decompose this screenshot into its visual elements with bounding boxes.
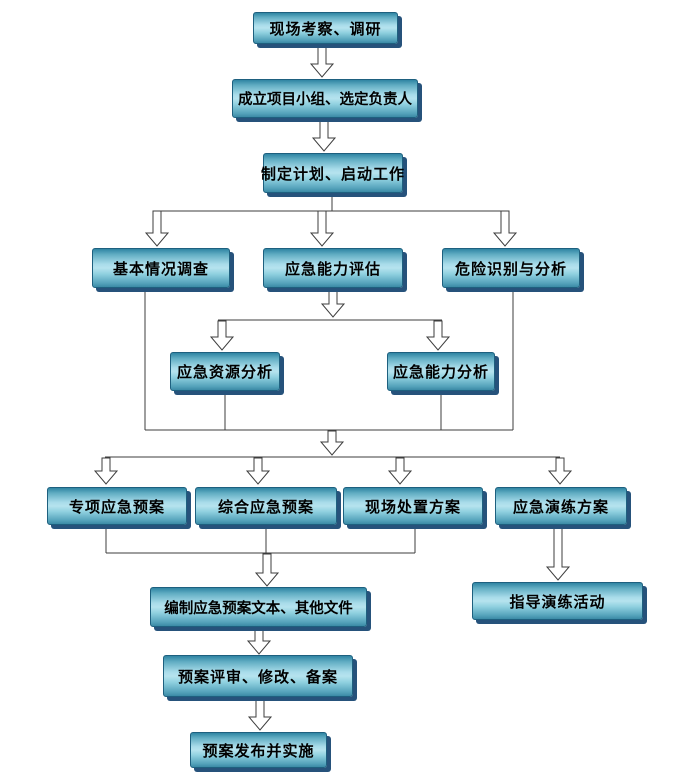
down-arrow — [425, 320, 451, 351]
node-special-plan: 专项应急预案 — [47, 487, 187, 525]
node-make-plan: 制定计划、启动工作 — [261, 153, 404, 193]
down-arrow — [320, 288, 346, 318]
down-arrow — [245, 457, 271, 485]
down-arrow — [492, 210, 518, 247]
down-arrow — [209, 320, 235, 351]
node-review-revise-file: 预案评审、修改、备案 — [163, 655, 353, 697]
node-hazard-identification: 危险识别与分析 — [442, 248, 580, 288]
node-comprehensive-plan: 综合应急预案 — [195, 487, 337, 525]
node-site-survey: 现场考察、调研 — [253, 12, 398, 44]
node-capability-analysis: 应急能力分析 — [387, 352, 495, 391]
down-arrow — [254, 553, 280, 587]
node-compile-documents: 编制应急预案文本、其他文件 — [150, 587, 367, 627]
down-arrow — [93, 457, 119, 485]
node-resource-analysis: 应急资源分析 — [170, 352, 280, 391]
down-arrow — [144, 210, 170, 247]
down-arrow — [247, 697, 273, 731]
node-drill-plan: 应急演练方案 — [495, 487, 627, 525]
down-arrow — [246, 627, 272, 655]
down-arrow — [309, 45, 335, 78]
node-basic-survey: 基本情况调查 — [92, 248, 230, 288]
down-arrow — [309, 210, 335, 247]
node-onsite-plan: 现场处置方案 — [343, 487, 483, 525]
node-guide-drill: 指导演练活动 — [472, 582, 643, 620]
down-arrow — [547, 457, 573, 485]
node-publish-implement: 预案发布并实施 — [190, 732, 327, 768]
down-arrow — [545, 525, 571, 581]
down-arrow — [319, 430, 345, 456]
node-capability-assessment: 应急能力评估 — [263, 248, 403, 288]
node-form-team: 成立项目小组、选定负责人 — [232, 79, 418, 118]
down-arrow — [387, 457, 413, 485]
down-arrow — [311, 119, 337, 152]
